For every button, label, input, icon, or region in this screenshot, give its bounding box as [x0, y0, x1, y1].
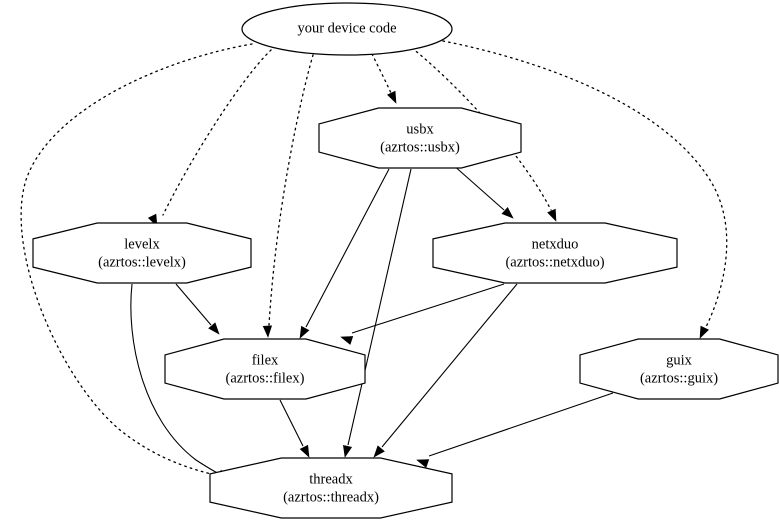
- edge-line: [442, 40, 728, 328]
- node-filex-sublabel: (azrtos::filex): [226, 370, 305, 386]
- node-device-shape[interactable]: [241, 2, 453, 56]
- edge-line: [130, 283, 220, 475]
- edge-line: [381, 283, 518, 448]
- arrowhead-icon: [299, 444, 310, 458]
- node-guix[interactable]: guix(azrtos::guix): [579, 338, 779, 400]
- node-guix-sublabel: (azrtos::guix): [640, 370, 718, 386]
- arrowhead-icon: [340, 336, 354, 345]
- edge-netxduo-threadx: [373, 283, 518, 458]
- arrowhead-icon: [547, 208, 557, 222]
- node-device[interactable]: your device code: [241, 2, 453, 56]
- edge-line: [428, 392, 614, 457]
- edge-line: [20, 43, 253, 479]
- arrowhead-icon: [416, 459, 430, 469]
- node-usbx-label: usbx: [406, 121, 434, 137]
- node-guix-shape[interactable]: [579, 338, 779, 400]
- node-device-label: your device code: [297, 20, 396, 36]
- node-usbx-shape[interactable]: [318, 107, 522, 169]
- edge-netxduo-filex: [340, 283, 505, 345]
- edge-usbx-threadx: [343, 168, 412, 458]
- edge-usbx-filex: [299, 168, 390, 339]
- arrowhead-icon: [501, 206, 514, 219]
- arrowhead-icon: [699, 325, 709, 339]
- node-usbx[interactable]: usbx(azrtos::usbx): [318, 107, 522, 169]
- arrowhead-icon: [208, 322, 220, 335]
- edge-line: [175, 283, 212, 326]
- node-threadx[interactable]: threadx(azrtos::threadx): [209, 457, 453, 519]
- arrowhead-icon: [262, 325, 273, 338]
- arrowhead-icon: [387, 90, 397, 104]
- node-netxduo-sublabel: (azrtos::netxduo): [505, 254, 604, 270]
- node-levelx[interactable]: levelx(azrtos::levelx): [32, 222, 252, 284]
- node-threadx-label: threadx: [309, 471, 353, 487]
- node-levelx-shape[interactable]: [32, 222, 252, 284]
- node-filex-shape[interactable]: [164, 338, 366, 400]
- node-levelx-sublabel: (azrtos::levelx): [98, 254, 186, 270]
- node-threadx-shape[interactable]: [209, 457, 453, 519]
- arrowhead-icon: [299, 325, 310, 339]
- node-filex-label: filex: [252, 352, 279, 368]
- node-netxduo-label: netxduo: [532, 236, 579, 252]
- nodes-layer: your device codeusbx(azrtos::usbx)levelx…: [32, 2, 779, 519]
- edge-line: [162, 49, 272, 216]
- node-guix-label: guix: [666, 352, 693, 368]
- node-usbx-sublabel: (azrtos::usbx): [380, 139, 460, 155]
- edge-line: [279, 399, 304, 447]
- edges-layer: [20, 40, 728, 482]
- arrowhead-icon: [343, 444, 353, 458]
- edge-device-usbx: [371, 53, 397, 104]
- node-netxduo-shape[interactable]: [432, 222, 678, 284]
- node-netxduo[interactable]: netxduo(azrtos::netxduo): [432, 222, 678, 284]
- node-levelx-label: levelx: [124, 236, 160, 252]
- edge-device-guix: [442, 40, 728, 339]
- node-threadx-sublabel: (azrtos::threadx): [283, 489, 379, 505]
- edge-usbx-netxduo: [451, 163, 514, 219]
- edge-filex-threadx: [279, 399, 310, 458]
- edge-line: [451, 163, 505, 211]
- edge-line: [268, 54, 314, 326]
- edge-device-filex: [262, 54, 314, 338]
- edge-line: [371, 53, 392, 94]
- edge-levelx-filex: [175, 283, 220, 335]
- edge-line: [347, 168, 412, 446]
- arrowhead-icon: [373, 445, 385, 458]
- edge-line: [351, 283, 505, 334]
- node-filex[interactable]: filex(azrtos::filex): [164, 338, 366, 400]
- edge-line: [305, 168, 390, 328]
- edge-device-levelx: [147, 49, 272, 227]
- edge-device-netxduo: [411, 47, 557, 222]
- edge-guix-threadx: [416, 392, 614, 469]
